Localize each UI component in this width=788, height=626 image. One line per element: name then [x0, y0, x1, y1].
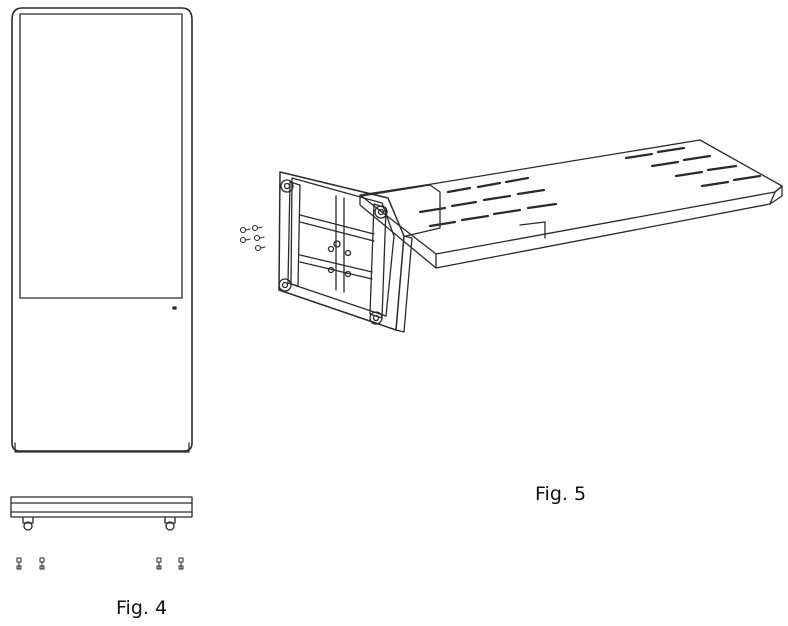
wall-bracket	[279, 172, 412, 332]
sensor-icon	[173, 307, 176, 309]
screw-icon	[241, 228, 251, 233]
bracket-hook-top-left	[281, 180, 293, 192]
screw-icon	[253, 226, 263, 231]
screws-fig4	[17, 558, 183, 569]
caster-wheel-right	[165, 517, 175, 530]
mounting-shelf	[360, 140, 782, 268]
kiosk-display	[12, 8, 192, 452]
screw-icon	[256, 246, 266, 251]
screw-icon	[255, 236, 265, 241]
caster-wheel-left	[23, 517, 33, 530]
screw-icon	[17, 558, 21, 569]
screw-icon	[157, 558, 161, 569]
screws-fig5	[241, 226, 266, 251]
bracket-hook-bottom-left	[279, 279, 291, 291]
screw-icon	[241, 238, 251, 243]
bracket-hook-bottom-right	[370, 312, 382, 324]
fig4-caption: Fig. 4	[116, 597, 168, 619]
ventilation-slots	[420, 148, 760, 226]
bracket-hook-top-right	[375, 206, 387, 218]
screw-icon	[179, 558, 183, 569]
screw-icon	[40, 558, 44, 569]
fig5-caption: Fig. 5	[535, 483, 587, 505]
bracket-fasteners	[329, 241, 351, 277]
kiosk-base	[11, 497, 192, 530]
display-screen	[20, 14, 182, 298]
